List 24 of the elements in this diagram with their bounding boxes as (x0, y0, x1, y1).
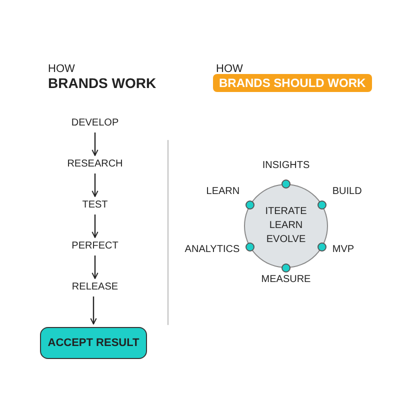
arrow (92, 256, 98, 279)
result-box: ACCEPT RESULT (40, 327, 147, 359)
stage-label: MEASURE (261, 274, 311, 285)
step-label: DEVELOP (71, 118, 119, 128)
arrow (92, 174, 98, 197)
stage-label: ANALYTICS (184, 244, 240, 255)
stage-label: MVP (332, 244, 354, 255)
step-label: PERFECT (72, 240, 118, 252)
stage-label: INSIGHTS (262, 160, 310, 171)
arrow (92, 214, 98, 238)
cycle-dot (282, 264, 290, 272)
heading-prefix: HOW (48, 63, 75, 75)
heading-prefix: HOW (216, 63, 243, 75)
arrow (90, 296, 97, 324)
stage-label: BUILD (332, 186, 362, 197)
step-label: RESEARCH (67, 158, 123, 170)
circle-text: ITERATE LEARN EVOLVE (264, 205, 308, 247)
highlighted-heading: BRANDS SHOULD WORK (213, 74, 372, 92)
step-label: TEST (82, 200, 108, 210)
cycle-dot (282, 180, 290, 188)
arrow (92, 132, 98, 156)
step-label: RELEASE (72, 282, 118, 292)
section-heading: BRANDS WORK (48, 75, 156, 91)
stage-label: LEARN (206, 186, 240, 197)
